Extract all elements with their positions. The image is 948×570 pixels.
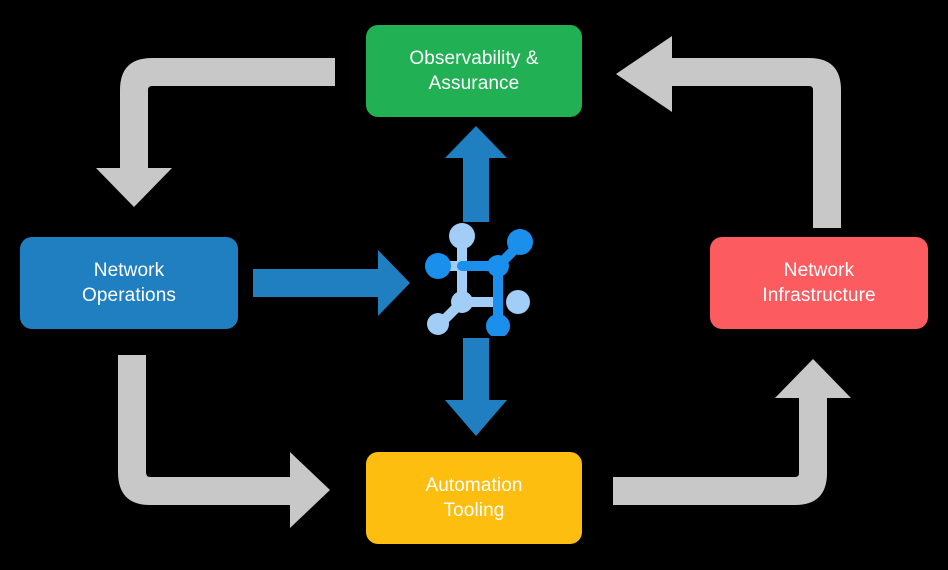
- network-node: [427, 313, 449, 335]
- gray-arrow-observability-to-operations: [96, 58, 335, 207]
- gray-arrow-operations-to-automation: [118, 355, 330, 528]
- node-box-observability[interactable]: Observability & Assurance: [366, 25, 582, 117]
- blue-arrow-operations-to-center: [253, 250, 410, 316]
- network-node: [506, 290, 530, 314]
- network-node: [449, 223, 475, 249]
- node-box-automation-tooling[interactable]: Automation Tooling: [366, 452, 582, 544]
- network-node: [486, 314, 510, 336]
- blue-arrow-center-to-automation: [445, 338, 507, 436]
- node-box-network-infrastructure[interactable]: Network Infrastructure: [710, 237, 928, 329]
- network-node: [425, 253, 451, 279]
- network-node: [507, 229, 533, 255]
- gray-arrow-infrastructure-to-observability: [616, 36, 841, 228]
- network-topology-icon: [425, 223, 533, 336]
- network-node: [487, 255, 509, 277]
- node-box-network-operations[interactable]: Network Operations: [20, 237, 238, 329]
- network-node: [451, 291, 473, 313]
- gray-arrow-automation-to-infrastructure: [613, 359, 851, 505]
- blue-arrow-center-to-observability: [445, 126, 507, 222]
